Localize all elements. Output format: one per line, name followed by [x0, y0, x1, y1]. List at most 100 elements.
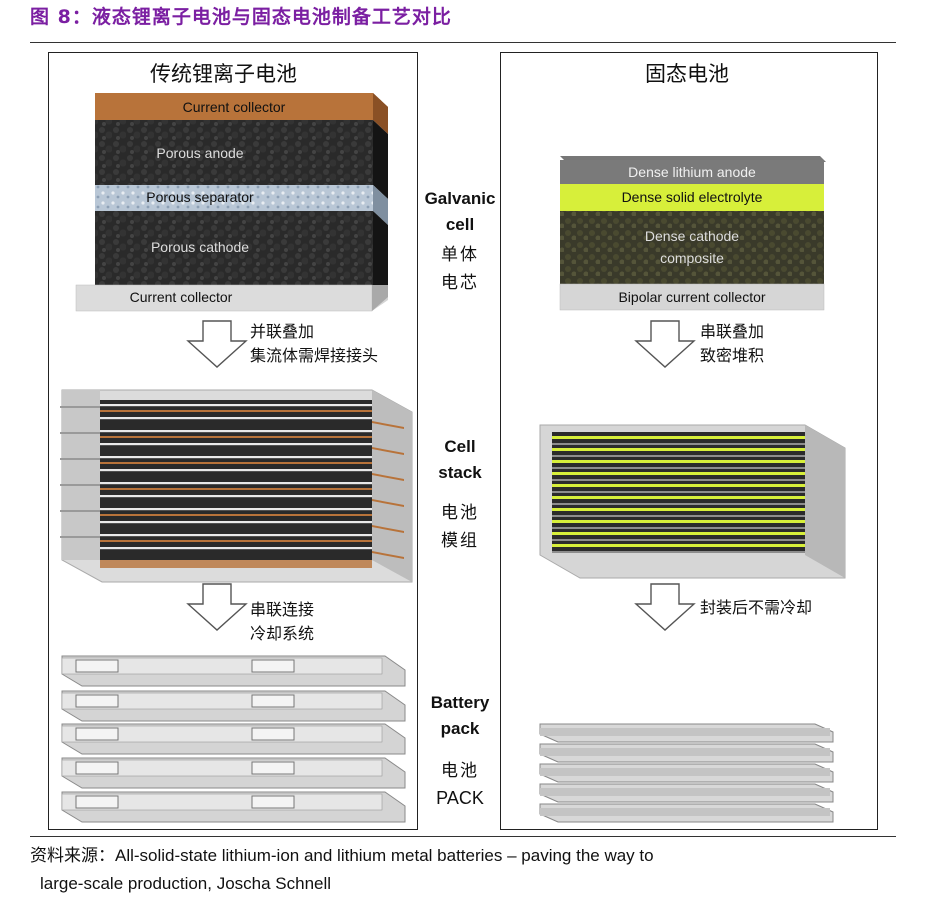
left-stack-tab	[60, 406, 100, 408]
left-stack-foil	[100, 443, 372, 446]
right-pack-module-edge	[540, 728, 830, 736]
left-pack-cooling-port	[251, 659, 295, 673]
galvanic-label-line2: cell	[445, 215, 475, 234]
dense-cathode-layer	[560, 211, 824, 284]
right-step2-line1: 封装后不需冷却	[700, 598, 813, 617]
right-stack-collector-layer	[552, 443, 805, 445]
left-stack-tab	[60, 484, 100, 486]
left-stack-copper-tab	[372, 421, 404, 429]
right-stack-collector-layer	[552, 467, 805, 469]
galvanic-zh-line1: 单体	[441, 245, 479, 265]
right-stack-collector-layer	[552, 551, 805, 553]
left-pack-cooling-port	[251, 727, 295, 741]
right-stack-electrolyte-layer	[552, 532, 805, 535]
right-stack-electrolyte-layer	[552, 472, 805, 475]
porous-anode-label: Porous anode	[156, 145, 244, 161]
left-stack-tab	[60, 536, 100, 538]
solid-state-battery-heading: 固态电池	[645, 62, 729, 86]
left-stack-foil	[100, 508, 372, 511]
left-stack-copper-foil	[100, 514, 372, 516]
bipolar-collector-label: Bipolar current collector	[618, 289, 766, 305]
source-divider	[30, 836, 896, 837]
left-stack-foil	[100, 547, 372, 550]
dense-lithium-anode-label: Dense lithium anode	[628, 164, 756, 180]
left-pack-cooling-port	[75, 727, 119, 741]
right-stack-electrolyte-layer	[552, 460, 805, 463]
right-step1-line2: 致密堆积	[700, 346, 765, 365]
left-arrow-1-icon	[186, 320, 248, 368]
source-text-line2: large-scale production, Joscha Schnell	[40, 874, 332, 893]
porous-cathode-label: Porous cathode	[150, 239, 250, 255]
left-pack-module-face	[61, 759, 383, 777]
stack-zh-line2: 模组	[441, 531, 479, 551]
left-stack-copper-foil	[100, 436, 372, 438]
solid-state-battery-panel	[500, 52, 878, 830]
left-stack-foil	[100, 482, 372, 485]
right-stack-collector-layer	[552, 527, 805, 529]
left-stack-copper-foil	[100, 462, 372, 464]
left-step1-line1: 并联叠加	[250, 322, 315, 341]
left-stack-copper-tab	[372, 447, 404, 455]
pack-zh: 电池	[441, 761, 479, 781]
left-stack-foil	[100, 417, 372, 420]
left-pack-module-face	[61, 657, 383, 675]
left-stack-copper-tab	[372, 499, 404, 507]
galvanic-zh-line2: 电芯	[441, 273, 479, 293]
traditional-battery-heading: 传统锂离子电池	[150, 62, 297, 86]
left-stack-copper-tab	[372, 551, 404, 559]
right-stack-case-right	[805, 425, 845, 578]
left-stack-tab	[60, 510, 100, 512]
left-pack-cooling-port	[75, 659, 119, 673]
right-step1-line1: 串联叠加	[700, 322, 765, 341]
porous-anode-layer	[95, 120, 373, 185]
left-stack-foil	[100, 404, 372, 407]
porous-separator-label: Porous separator	[146, 189, 254, 205]
left-stack-foil	[100, 430, 372, 433]
pack-en: PACK	[436, 788, 484, 808]
left-stack-foil	[100, 534, 372, 537]
right-stack-electrolyte-layer	[552, 436, 805, 439]
left-pack-cooling-port	[75, 795, 119, 809]
left-pack-module-face	[61, 793, 383, 811]
dense-solid-electrolyte-layer	[560, 184, 824, 211]
left-top-collector-label: Current collector	[182, 99, 286, 115]
title-divider	[30, 42, 896, 43]
right-stack-electrolyte-layer	[552, 484, 805, 487]
right-stack-collector-layer	[552, 479, 805, 481]
figure-title: 图 8：液态锂离子电池与固态电池制备工艺对比	[30, 6, 452, 28]
right-arrow-2-icon	[634, 583, 696, 631]
galvanic-label-line1: Galvanic	[424, 189, 496, 208]
left-stack-case-right	[372, 390, 412, 582]
porous-cathode-layer	[95, 211, 373, 285]
left-stack-core	[100, 400, 372, 560]
pack-label-line2: pack	[440, 719, 480, 738]
source-note: 资料来源：All-solid-state lithium-ion and lit…	[30, 842, 910, 898]
right-stack-electrolyte-layer	[552, 544, 805, 547]
left-stack-copper-tab	[372, 525, 404, 533]
right-stack-electrolyte-layer	[552, 508, 805, 511]
left-pack-module-face	[61, 725, 383, 743]
left-stack-tab	[60, 458, 100, 460]
left-stack-case-side	[62, 390, 100, 560]
left-stack-foil	[100, 521, 372, 524]
left-stack-foil	[100, 456, 372, 459]
right-stack-collector-layer	[552, 515, 805, 517]
left-stack-foil	[100, 495, 372, 498]
porous-separator-layer	[95, 185, 373, 211]
left-stack-copper-foil	[100, 540, 372, 542]
stack-label-line1: Cell	[444, 437, 476, 456]
right-stack-electrolyte-layer	[552, 448, 805, 451]
left-pack-cooling-port	[251, 694, 295, 708]
left-pack-module-face	[61, 692, 383, 710]
left-bottom-collector-label: Current collector	[129, 289, 233, 305]
left-pack-cooling-port	[75, 694, 119, 708]
right-stack-electrolyte-layer	[552, 496, 805, 499]
right-pack-module-edge	[540, 768, 830, 776]
right-stack-collector-layer	[552, 455, 805, 457]
left-stack-bottom-foil	[100, 560, 372, 568]
left-pack-cooling-port	[251, 761, 295, 775]
left-stack-copper-tab	[372, 473, 404, 481]
